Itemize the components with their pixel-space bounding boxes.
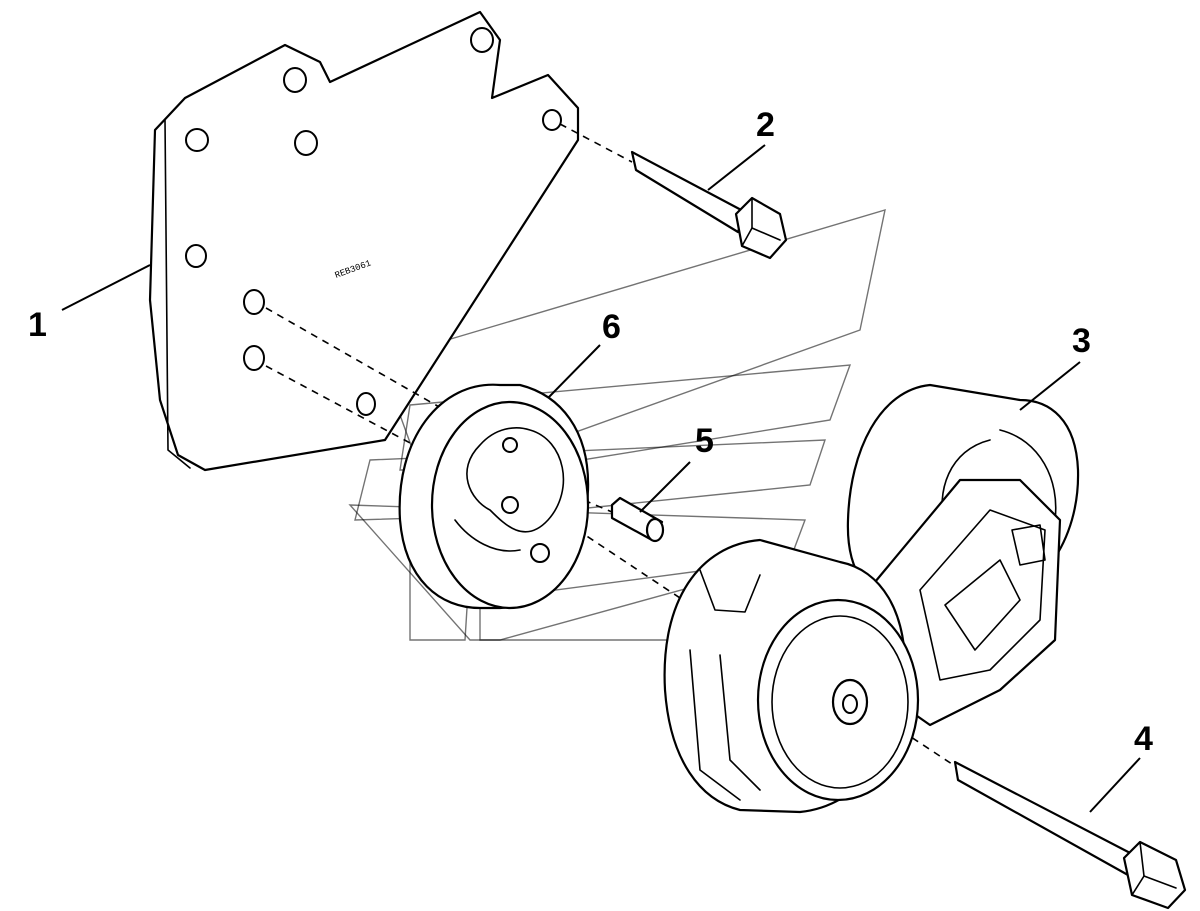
callout-2: 2 [756, 106, 775, 144]
plate-hole [185, 244, 207, 268]
plate-hole [470, 27, 494, 53]
callout-5: 5 [695, 422, 714, 460]
callout-3: 3 [1072, 322, 1091, 360]
bracket-plate: REB3061 [148, 10, 580, 472]
plate-hole [243, 289, 265, 315]
plate-hole [243, 345, 265, 371]
callouts: 1 2 3 4 5 6 [28, 106, 1153, 758]
plate-hole [294, 130, 318, 156]
dowel-pin [610, 496, 665, 543]
plate-hole [542, 109, 562, 131]
bolt-lower [953, 760, 1187, 910]
callout-4: 4 [1134, 720, 1153, 758]
bolt-upper [630, 150, 788, 260]
callout-1: 1 [28, 306, 47, 344]
plate-hole [283, 67, 307, 93]
plate-hole [356, 392, 376, 416]
spacer-disk [398, 383, 590, 610]
belt-tensioner [663, 383, 1080, 814]
leader-lines [61, 144, 1141, 813]
plate-hole [185, 128, 209, 152]
callout-6: 6 [602, 308, 621, 346]
